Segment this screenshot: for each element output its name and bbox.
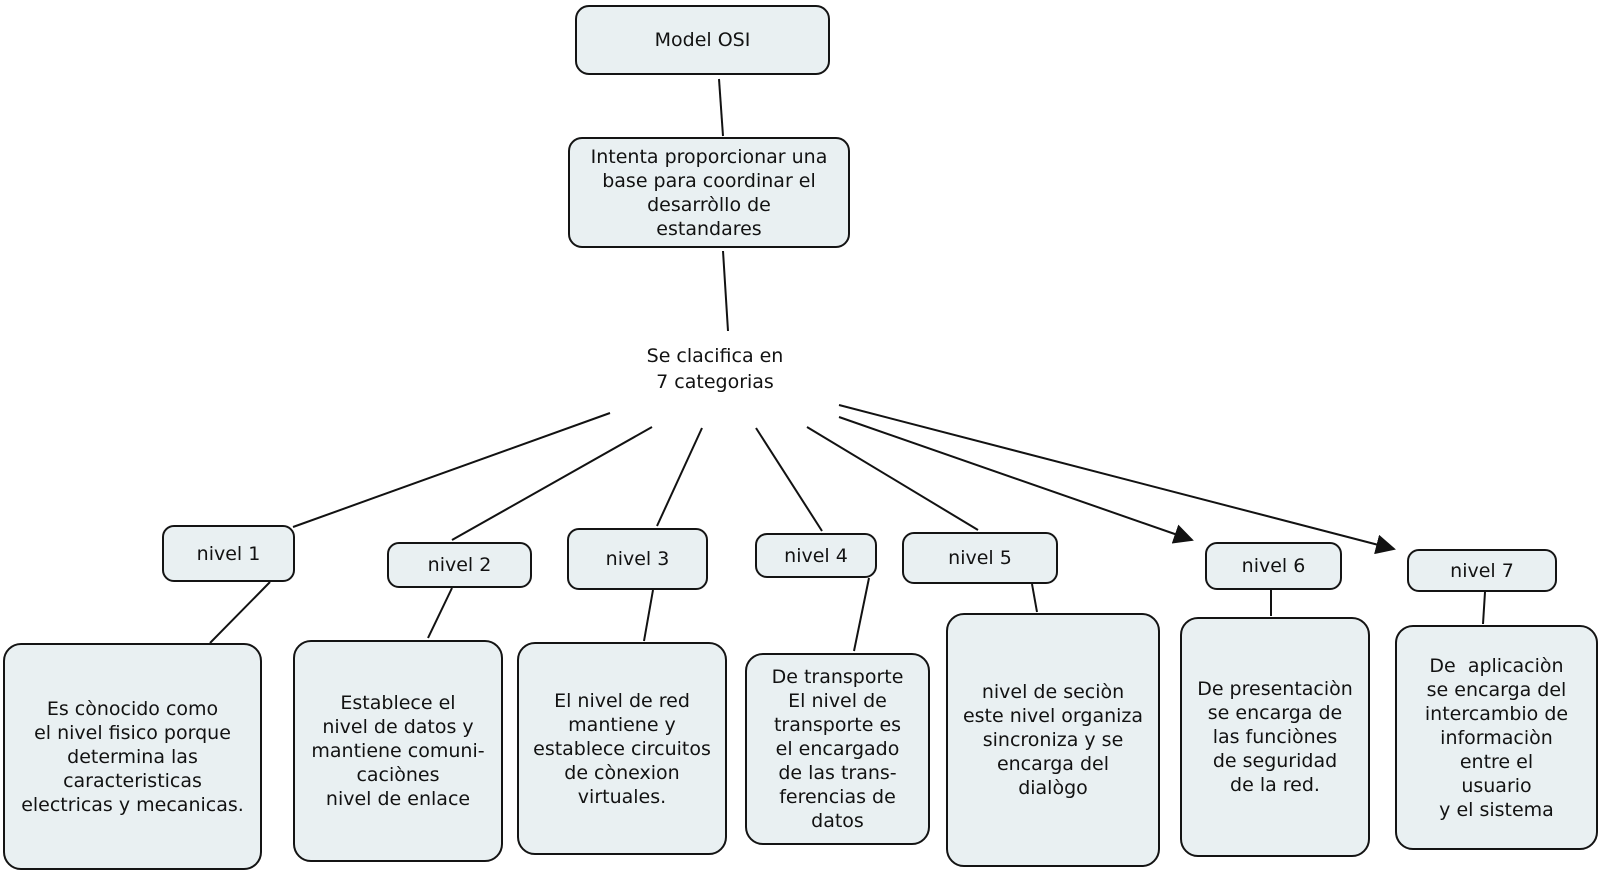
level-description-5: nivel de seciòn este nivel organiza sinc… [946,613,1160,867]
intro-node: Intenta proporcionar una base para coord… [568,137,850,248]
level-badge-6: nivel 6 [1205,542,1342,590]
connector-nivel2-desc [427,587,453,639]
root-node-model-osi: Model OSI [575,5,830,75]
level-description-3: El nivel de red mantiene y establece cir… [517,642,727,855]
connector-nivel4-desc [853,577,870,652]
level-description-4: De transporte El nivel de transporte es … [745,653,930,845]
connector-arrow-to-nivel-6 [838,416,1194,544]
level-description-7: De aplicaciòn se encarga del intercambio… [1395,625,1598,850]
level-badge-2: nivel 2 [387,542,532,588]
level-badge-4: nivel 4 [755,533,877,578]
connector-nivel5-desc [1031,583,1038,613]
level-description-2: Establece el nivel de datos y mantiene c… [293,640,503,862]
connector-to-nivel-3 [656,427,703,527]
connector-arrow-to-nivel-7 [838,404,1396,555]
connector-to-nivel-2 [451,426,653,541]
level-description-6: De presentaciòn se encarga de las funciò… [1180,617,1370,857]
connector-to-nivel-1 [292,412,611,528]
level-badge-3: nivel 3 [567,528,708,590]
connector-nivel1-desc [209,581,271,644]
connector-to-nivel-4 [755,427,823,532]
connector-nivel7-desc [1482,591,1486,625]
connector-nivel3-desc [643,589,654,642]
connector-intro-classifier [722,250,729,332]
level-description-1: Es cònocido como el nivel fisico porque … [3,643,262,870]
level-badge-5: nivel 5 [902,532,1058,584]
level-badge-7: nivel 7 [1407,549,1557,592]
level-badge-1: nivel 1 [162,525,295,582]
connector-root-intro [718,78,724,137]
classifier-label: Se clacifica en 7 categorias [646,345,784,393]
connector-to-nivel-5 [806,426,979,531]
